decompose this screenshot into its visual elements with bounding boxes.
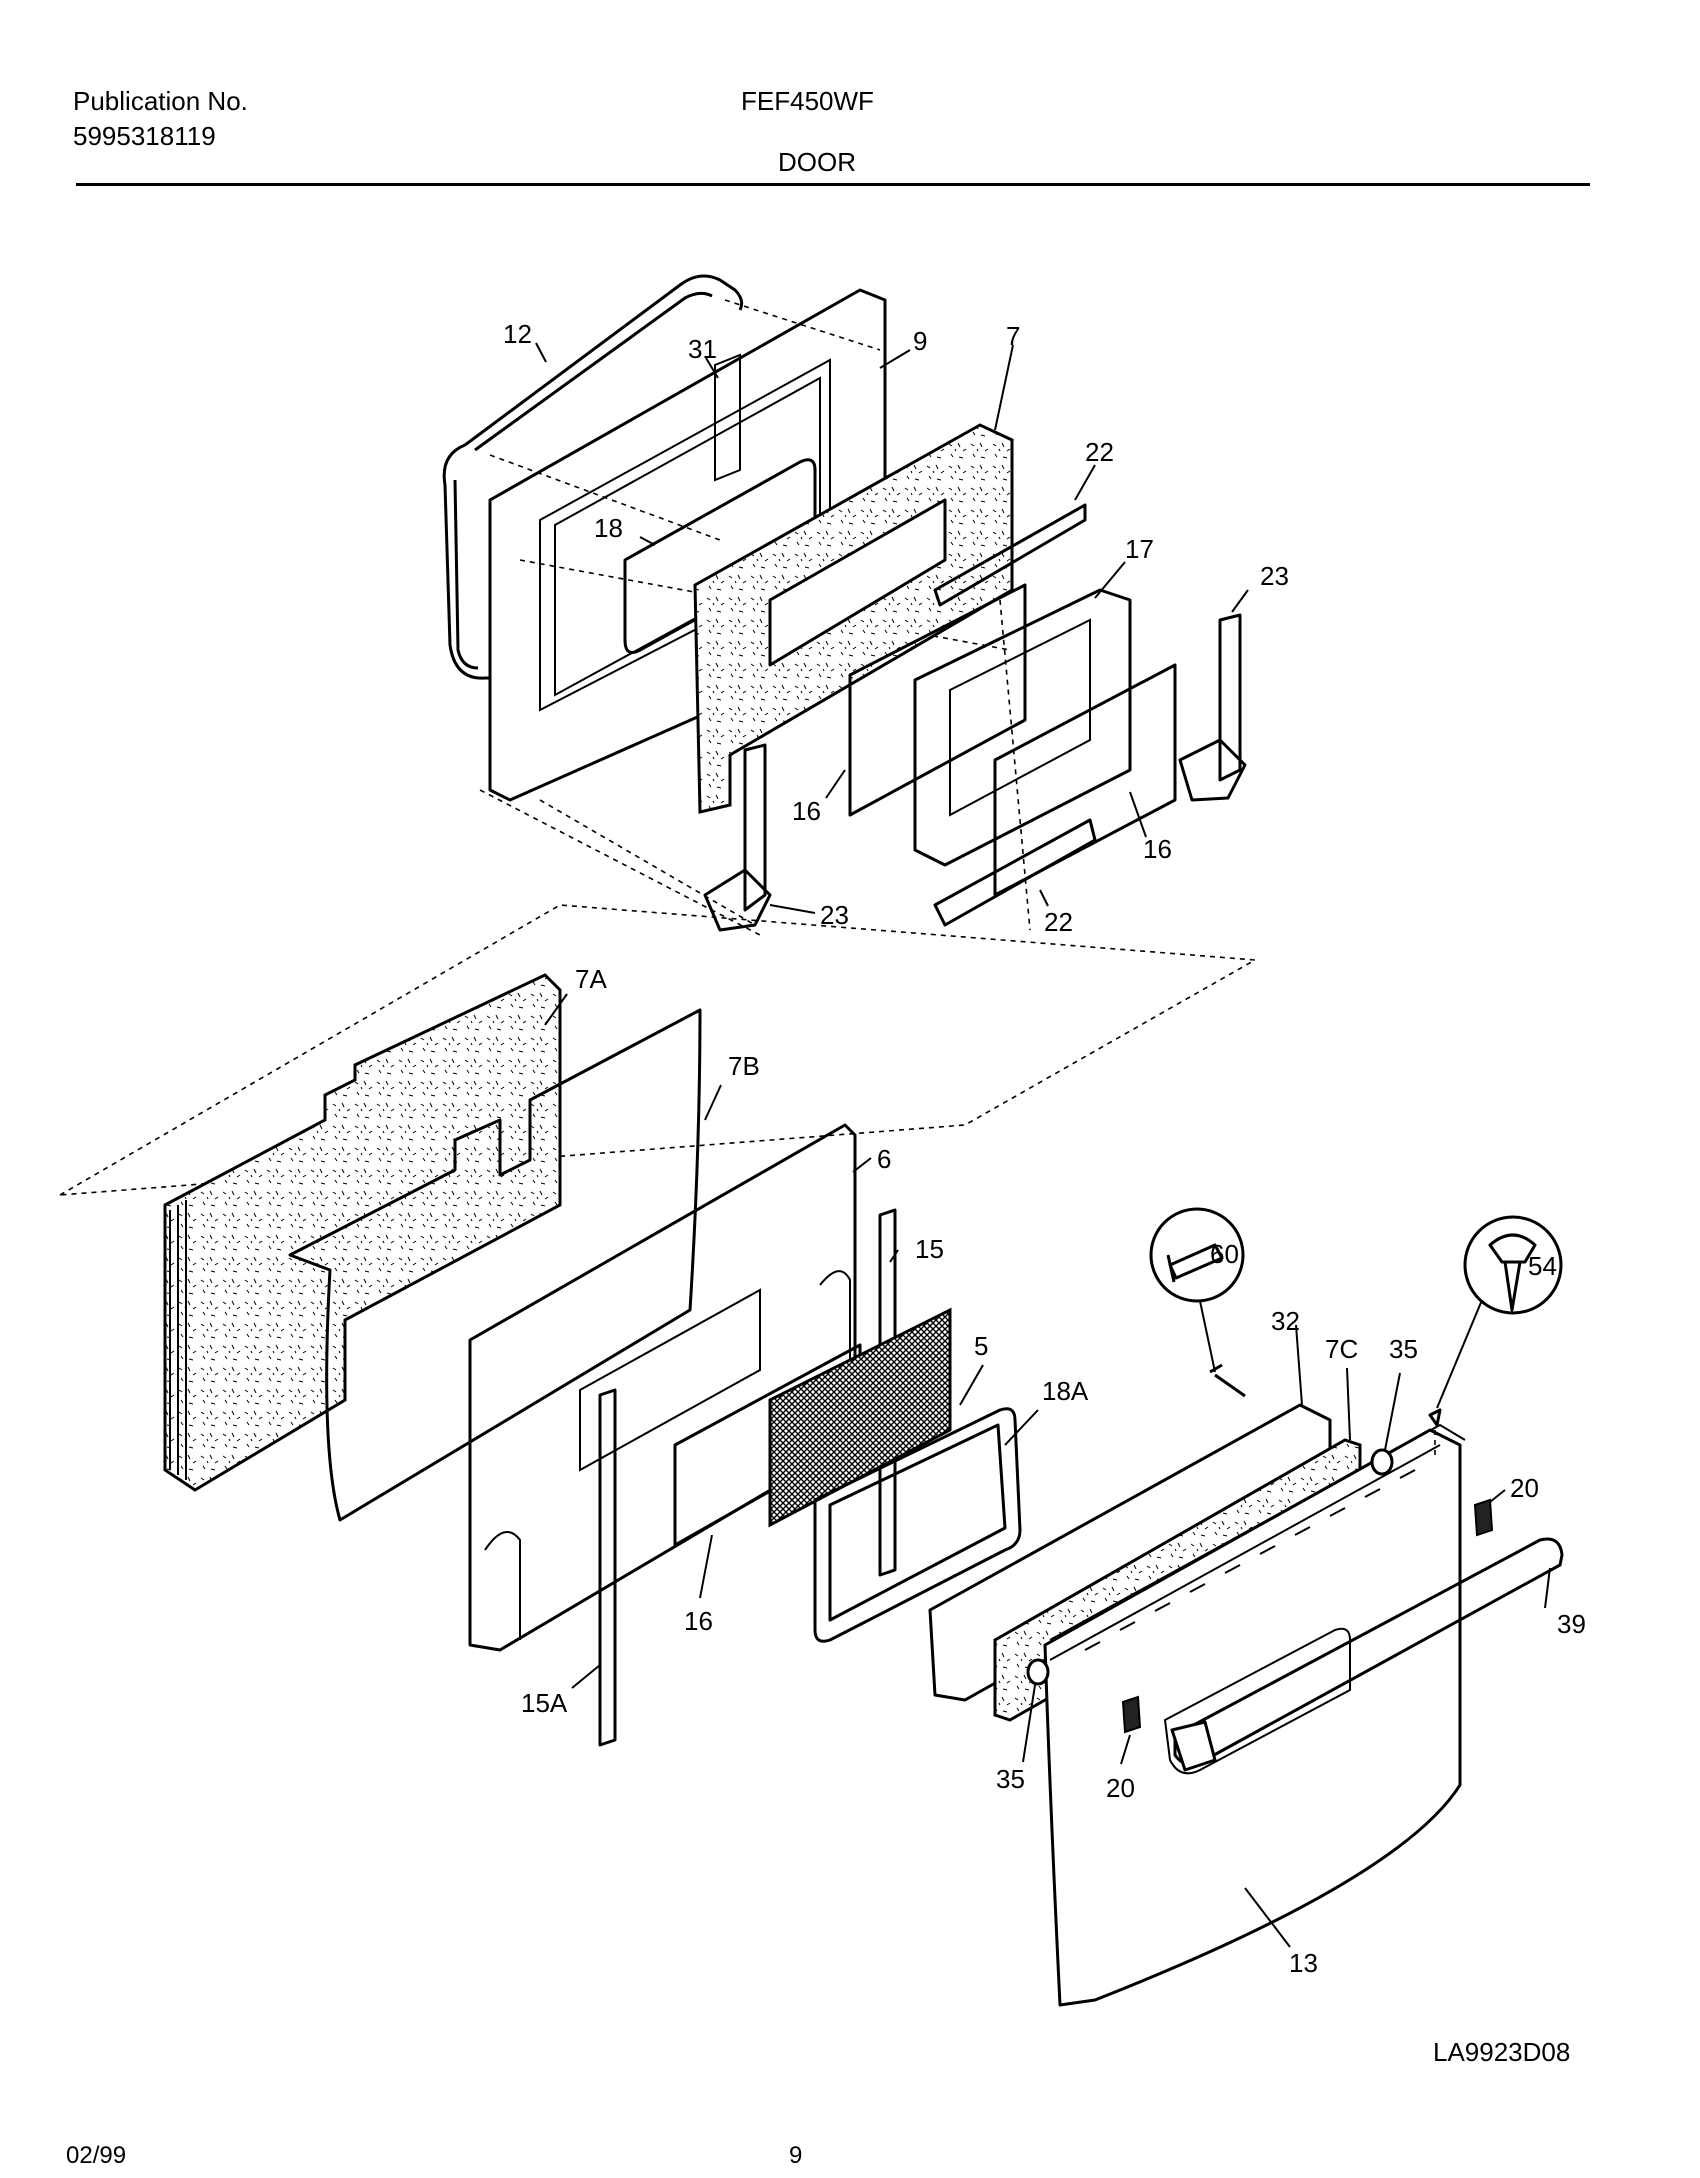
callout-23-left: 23 bbox=[820, 900, 849, 930]
insulation-blanket-7A-edge bbox=[169, 1200, 187, 1480]
door-channel-22-top bbox=[933, 503, 1087, 607]
inner-door-6-pocket-right bbox=[819, 1270, 851, 1430]
window-seal-18A bbox=[813, 1407, 1022, 1643]
callout-7: 7 bbox=[1006, 321, 1020, 351]
callout-20-right: 20 bbox=[1510, 1473, 1539, 1503]
glass-panel-16-right bbox=[993, 663, 1177, 897]
insulation-7-cutout bbox=[768, 498, 947, 667]
fastener-60-lead bbox=[1199, 1300, 1216, 1373]
guide-line-lower bbox=[59, 904, 1258, 1196]
inner-door-6-pocket-left bbox=[484, 1531, 521, 1640]
outer-door-13-top-edge bbox=[1049, 1423, 1466, 1661]
callout-7A: 7A bbox=[575, 964, 607, 994]
model-number: FEF450WF bbox=[741, 86, 874, 116]
callout-18: 18 bbox=[594, 513, 623, 543]
callout-54: 54 bbox=[1528, 1251, 1557, 1281]
mesh-screen-5 bbox=[768, 1307, 952, 1528]
outer-door-13-handle-recess bbox=[1163, 1627, 1351, 1775]
callout-18A: 18A bbox=[1042, 1376, 1089, 1406]
callout-23-right: 23 bbox=[1260, 561, 1289, 591]
callout-22-top: 22 bbox=[1085, 437, 1114, 467]
callout-32: 32 bbox=[1271, 1306, 1300, 1336]
callout-20-left: 20 bbox=[1106, 1773, 1135, 1803]
glass-panel-16-left bbox=[848, 583, 1027, 817]
door-channel-22-bottom bbox=[933, 818, 1097, 927]
door-liner-7B bbox=[288, 1008, 702, 1522]
screw-60 bbox=[1166, 1243, 1224, 1283]
header-rule bbox=[76, 183, 1590, 186]
hinge-23-right bbox=[1178, 613, 1247, 802]
hinge-23-left bbox=[703, 743, 772, 932]
screw-60-installed bbox=[1209, 1363, 1246, 1398]
outer-door-13 bbox=[1043, 1428, 1462, 2007]
door-gasket-12-inner bbox=[474, 291, 713, 452]
insulation-blanket-7A bbox=[163, 973, 562, 1492]
door-gasket-12 bbox=[442, 274, 744, 680]
callout-35-bottom: 35 bbox=[996, 1764, 1025, 1794]
fastener-54-lead bbox=[1436, 1299, 1483, 1409]
publication-label: Publication No. bbox=[73, 86, 248, 116]
callout-5: 5 bbox=[974, 1331, 988, 1361]
callout-31: 31 bbox=[688, 334, 717, 364]
screw-54 bbox=[1488, 1233, 1537, 1312]
callout-17: 17 bbox=[1125, 534, 1154, 564]
callout-16-lower: 16 bbox=[684, 1606, 713, 1636]
screw-54-installed bbox=[1428, 1408, 1442, 1427]
section-title: DOOR bbox=[778, 147, 856, 177]
bumper-35-bottom bbox=[1026, 1658, 1050, 1686]
bumper-35-top bbox=[1370, 1448, 1394, 1476]
callout-16-left: 16 bbox=[792, 796, 821, 826]
callout-16-right: 16 bbox=[1143, 834, 1172, 864]
diagram-code: LA9923D08 bbox=[1433, 2037, 1571, 2067]
callout-12: 12 bbox=[503, 319, 532, 349]
door-handle-39-endcap bbox=[1170, 1720, 1217, 1772]
clip-20-left bbox=[1121, 1695, 1142, 1734]
callout-9: 9 bbox=[913, 326, 927, 356]
glass-baffle-17 bbox=[913, 588, 1132, 867]
callout-39: 39 bbox=[1557, 1609, 1586, 1639]
callout-15: 15 bbox=[915, 1234, 944, 1264]
footer-date: 02/99 bbox=[66, 2142, 127, 2169]
latch-31 bbox=[714, 353, 741, 482]
callout-35-top: 35 bbox=[1389, 1334, 1418, 1364]
callout-15A: 15A bbox=[521, 1688, 568, 1718]
publication-number: 5995318119 bbox=[73, 121, 216, 151]
inner-door-6-window bbox=[579, 1288, 761, 1472]
callout-13: 13 bbox=[1289, 1948, 1318, 1978]
outer-door-13-slots bbox=[1084, 1469, 1416, 1651]
page-number: 9 bbox=[789, 2142, 803, 2169]
callout-7C: 7C bbox=[1325, 1334, 1358, 1364]
callout-7B: 7B bbox=[728, 1051, 760, 1081]
fastener-detail-54 bbox=[1463, 1215, 1563, 1315]
clip-20-right bbox=[1473, 1498, 1494, 1537]
door-channel-15A bbox=[598, 1388, 617, 1747]
leader-lines bbox=[535, 342, 1551, 1948]
callout-6: 6 bbox=[877, 1144, 891, 1174]
callout-22-bottom: 22 bbox=[1044, 907, 1073, 937]
callout-60: 60 bbox=[1210, 1239, 1239, 1269]
glass-baffle-17-inner bbox=[949, 618, 1091, 817]
